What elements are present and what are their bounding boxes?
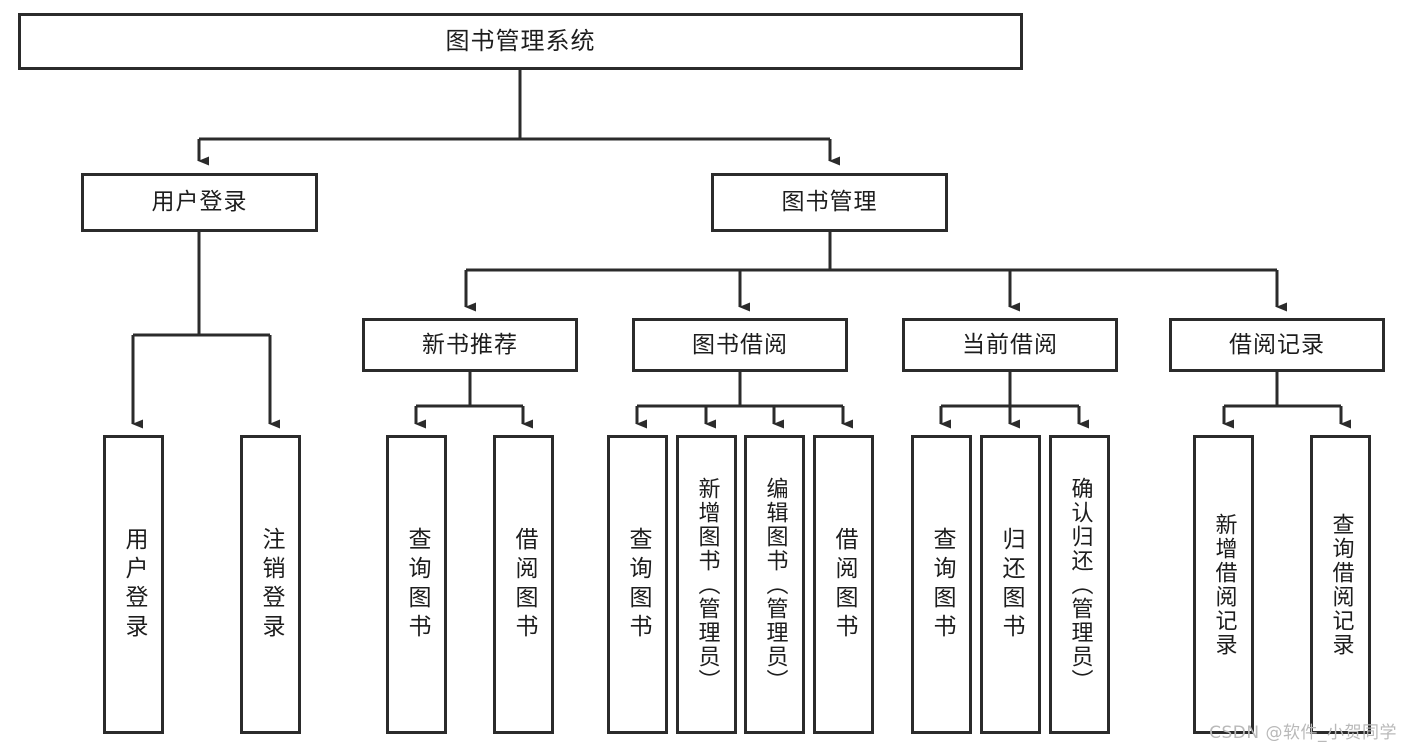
node-user-login[interactable]: 用户登录 [81, 173, 318, 232]
leaf-add-book-admin[interactable]: 新增图书（管理员） [676, 435, 737, 734]
node-label: 图书借阅 [692, 331, 788, 358]
node-label: 图书管理系统 [445, 26, 596, 55]
leaf-query-book-current[interactable]: 查询图书 [911, 435, 972, 734]
leaf-query-book-recommend[interactable]: 查询图书 [386, 435, 447, 734]
node-label: 查询图书 [625, 526, 651, 643]
csdn-watermark: CSDN @软件_小贺同学 [1209, 723, 1397, 743]
leaf-logout[interactable]: 注销登录 [240, 435, 301, 734]
node-new-book-recommend[interactable]: 新书推荐 [362, 318, 578, 372]
node-label: 查询图书 [929, 526, 955, 643]
node-book-borrow[interactable]: 图书借阅 [632, 318, 848, 372]
node-label: 借阅记录 [1229, 331, 1325, 358]
node-label: 当前借阅 [962, 331, 1058, 358]
node-current-borrow[interactable]: 当前借阅 [902, 318, 1118, 372]
node-book-management[interactable]: 图书管理 [711, 173, 948, 232]
node-label: 用户登录 [121, 526, 147, 643]
leaf-add-borrow-record[interactable]: 新增借阅记录 [1193, 435, 1254, 734]
leaf-borrow-book-recommend[interactable]: 借阅图书 [493, 435, 554, 734]
leaf-query-book-borrow[interactable]: 查询图书 [607, 435, 668, 734]
leaf-confirm-return-admin[interactable]: 确认归还（管理员） [1049, 435, 1110, 734]
node-root-book-management-system[interactable]: 图书管理系统 [18, 13, 1023, 70]
node-label: 新增图书（管理员） [694, 476, 720, 693]
node-label: 借阅图书 [511, 526, 537, 643]
node-label: 新增借阅记录 [1211, 512, 1237, 657]
node-label: 新书推荐 [422, 331, 518, 358]
node-label: 查询借阅记录 [1328, 512, 1354, 657]
node-label: 图书管理 [781, 189, 878, 216]
node-label: 用户登录 [151, 189, 248, 216]
leaf-edit-book-admin[interactable]: 编辑图书（管理员） [744, 435, 805, 734]
node-label: 借阅图书 [831, 526, 857, 643]
leaf-user-login[interactable]: 用户登录 [103, 435, 164, 734]
node-label: 查询图书 [404, 526, 430, 643]
node-label: 注销登录 [258, 526, 284, 643]
node-label: 编辑图书（管理员） [762, 476, 788, 693]
node-label: 归还图书 [998, 526, 1024, 643]
node-label: 确认归还（管理员） [1067, 476, 1093, 693]
node-borrow-record[interactable]: 借阅记录 [1169, 318, 1385, 372]
leaf-return-book[interactable]: 归还图书 [980, 435, 1041, 734]
leaf-query-borrow-record[interactable]: 查询借阅记录 [1310, 435, 1371, 734]
leaf-borrow-book[interactable]: 借阅图书 [813, 435, 874, 734]
